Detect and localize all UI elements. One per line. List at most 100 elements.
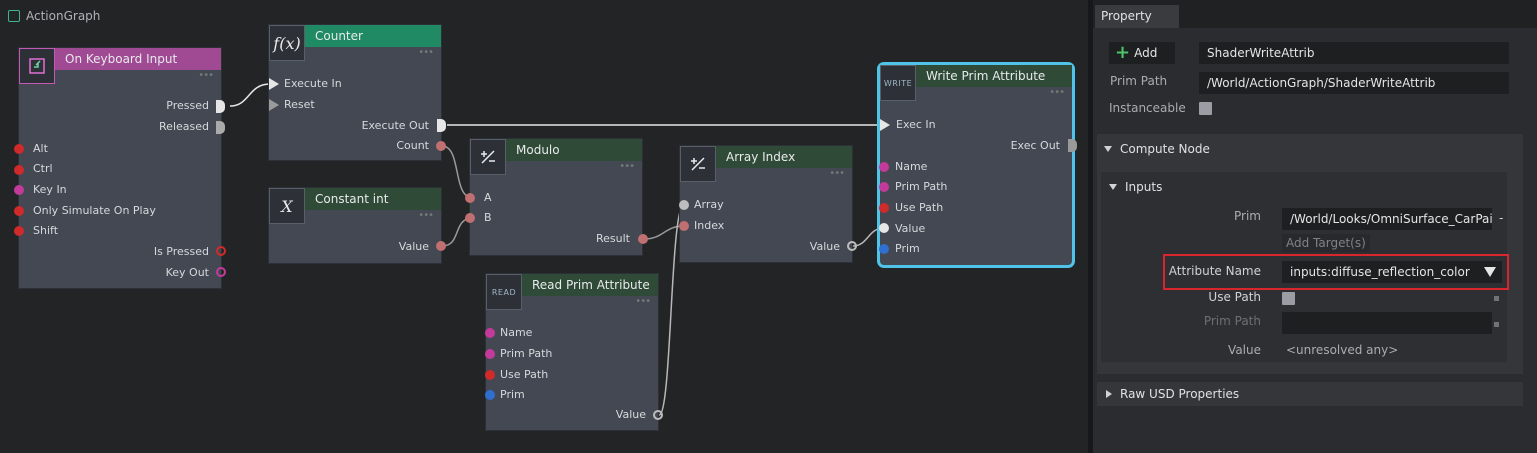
pin-reset[interactable]: [269, 99, 279, 111]
port-value: Value: [615, 408, 646, 421]
use-path-checkbox[interactable]: [1282, 292, 1295, 305]
node-on-keyboard-input[interactable]: On Keyboard Input ••• Pressed Released A…: [14, 48, 226, 288]
port-key-out: Key Out: [165, 266, 209, 279]
pin-a[interactable]: [465, 193, 475, 203]
panel-splitter[interactable]: [1088, 0, 1093, 453]
compute-node-section: Compute Node Inputs Prim /World/Looks/Om…: [1097, 134, 1523, 374]
node-read-prim-attribute[interactable]: Read Prim Attribute READ ••• Name Prim P…: [485, 274, 663, 430]
tab-property[interactable]: Property: [1095, 5, 1179, 28]
inputs-header[interactable]: Inputs: [1109, 180, 1162, 194]
pin-execute-out[interactable]: [437, 119, 446, 132]
graph-title: ActionGraph: [8, 8, 100, 24]
wire-readvalue-array: [658, 204, 685, 416]
pin-prim[interactable]: [879, 244, 889, 254]
node-title: Counter: [315, 29, 363, 43]
port-execute-in: Execute In: [284, 77, 342, 90]
math-plus-minus-icon: [470, 139, 506, 175]
pin-b[interactable]: [465, 213, 475, 223]
pin-use-path[interactable]: [485, 370, 495, 380]
instanceable-label: Instanceable: [1109, 101, 1186, 115]
pin-pressed[interactable]: [216, 100, 225, 113]
expand-arrow-icon: [1106, 390, 1112, 398]
pin-exec-in[interactable]: [880, 119, 890, 131]
pin-prim-path[interactable]: [879, 182, 889, 192]
add-button[interactable]: + Add: [1109, 42, 1175, 64]
compute-node-header[interactable]: Compute Node: [1104, 142, 1210, 156]
pin-value[interactable]: [879, 223, 889, 233]
pin-execute-in[interactable]: [269, 78, 279, 90]
panel-tabbar: Property: [1093, 0, 1537, 28]
pin-array-value[interactable]: [847, 241, 857, 251]
plus-icon: +: [1115, 42, 1131, 63]
port-prim-path: Prim Path: [895, 180, 948, 193]
node-array-index[interactable]: Array Index ••• Array Index Value: [679, 146, 857, 262]
node-constant-int[interactable]: Constant int X ••• Value: [269, 188, 446, 263]
variable-x-icon: X: [269, 188, 305, 224]
port-array: Array: [694, 198, 724, 211]
port-is-pressed: Is Pressed: [153, 245, 209, 258]
pin-name[interactable]: [879, 162, 889, 172]
pin-shift[interactable]: [14, 226, 24, 236]
raw-usd-label: Raw USD Properties: [1120, 387, 1240, 401]
pin-alt[interactable]: [14, 144, 24, 154]
pin-index[interactable]: [679, 221, 689, 231]
node-menu-dots[interactable]: •••: [418, 47, 434, 58]
port-prim: Prim: [500, 388, 525, 401]
action-graph-canvas[interactable]: ActionGraph On Keyboard Input ••• Presse…: [0, 0, 1088, 453]
prim-target-field[interactable]: /World/Looks/OmniSurface_CarPain: [1282, 208, 1492, 230]
math-plus-minus-icon: [680, 146, 716, 182]
node-modulo[interactable]: Modulo ••• A B Result: [465, 139, 648, 255]
pin-use-path[interactable]: [879, 203, 889, 213]
prim-path-field[interactable]: /World/ActionGraph/ShaderWriteAttrib: [1199, 72, 1509, 94]
pin-name[interactable]: [485, 328, 495, 338]
port-key-in: Key In: [33, 183, 67, 196]
node-menu-dots[interactable]: •••: [418, 210, 434, 221]
pin-released[interactable]: [216, 121, 225, 134]
node-title: Read Prim Attribute: [532, 278, 650, 292]
port-value: Value: [398, 240, 429, 253]
prim-path-default-marker: [1494, 322, 1499, 327]
pin-result[interactable]: [638, 234, 648, 244]
port-name: Name: [500, 326, 533, 339]
node-write-prim-attribute[interactable]: Write Prim Attribute WRITE ••• Exec In N…: [879, 65, 1077, 265]
node-menu-dots[interactable]: •••: [635, 296, 651, 307]
node-title: Modulo: [516, 143, 560, 157]
add-targets-button[interactable]: Add Target(s): [1282, 234, 1370, 252]
pin-read-value[interactable]: [653, 410, 663, 420]
pin-only-simulate[interactable]: [14, 206, 24, 216]
keyboard-input-icon: [19, 48, 55, 84]
node-name-field[interactable]: ShaderWriteAttrib: [1199, 42, 1509, 64]
port-name: Name: [895, 160, 928, 173]
raw-usd-header[interactable]: Raw USD Properties: [1106, 387, 1239, 401]
node-counter[interactable]: Counter f(x) ••• Execute In Reset Execut…: [269, 25, 446, 160]
pin-prim-path[interactable]: [485, 349, 495, 359]
port-ctrl: Ctrl: [33, 162, 53, 175]
port-reset: Reset: [284, 98, 315, 111]
port-exec-out: Exec Out: [1010, 139, 1060, 152]
port-released: Released: [159, 120, 209, 133]
pin-ctrl[interactable]: [14, 165, 24, 175]
pin-constant-value[interactable]: [436, 241, 446, 251]
node-menu-dots[interactable]: •••: [198, 70, 214, 81]
wire-result-index: [643, 225, 685, 240]
node-menu-dots[interactable]: •••: [1049, 87, 1065, 98]
pin-exec-out[interactable]: [1068, 139, 1077, 152]
node-menu-dots[interactable]: •••: [619, 161, 635, 172]
prim-path-input-field[interactable]: [1282, 312, 1492, 334]
attribute-name-dropdown[interactable]: inputs:diffuse_reflection_color: [1282, 261, 1502, 283]
pin-prim[interactable]: [485, 390, 495, 400]
pin-count[interactable]: [436, 141, 446, 151]
attribute-name-label: Attribute Name: [1168, 264, 1261, 278]
pin-is-pressed[interactable]: [216, 246, 226, 256]
port-value: Value: [809, 240, 840, 253]
port-prim: Prim: [895, 242, 920, 255]
collapse-arrow-icon: [1104, 146, 1112, 152]
pin-array[interactable]: [679, 200, 689, 210]
instanceable-checkbox[interactable]: [1199, 102, 1212, 115]
port-execute-out: Execute Out: [361, 119, 429, 132]
node-menu-dots[interactable]: •••: [829, 168, 845, 179]
compute-node-label: Compute Node: [1120, 142, 1210, 156]
port-shift: Shift: [33, 224, 59, 237]
pin-key-in[interactable]: [14, 185, 24, 195]
pin-key-out[interactable]: [216, 267, 226, 277]
